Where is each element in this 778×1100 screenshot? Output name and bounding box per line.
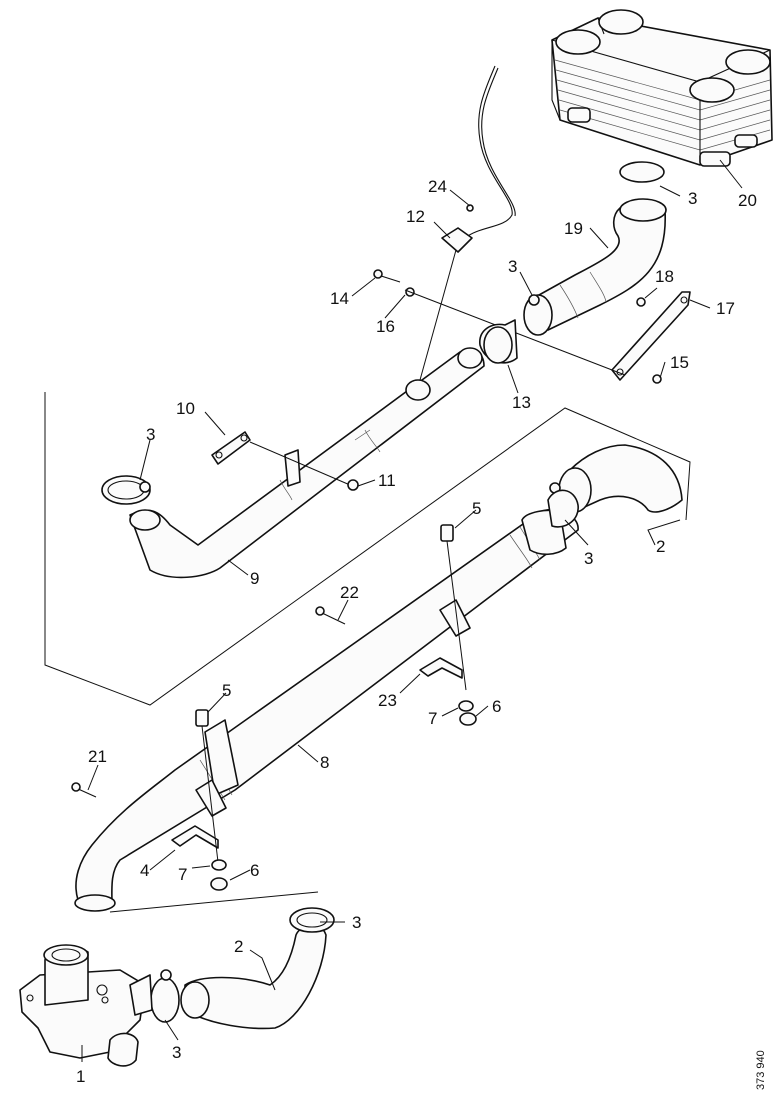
callout-labels: 1 2 2 3 3 3 3 3 3 4 5 5 6 6 7 7 8 9 10 1… <box>76 177 757 1086</box>
callout-12: 12 <box>406 207 425 226</box>
clamp-3-pipe9 <box>101 475 151 505</box>
fasteners-upper <box>373 269 626 376</box>
callout-21: 21 <box>88 747 107 766</box>
leader-lines <box>81 159 743 1062</box>
bracket-10 <box>211 431 359 491</box>
pipe-2-lower <box>150 907 335 1030</box>
bracket-23 <box>419 524 477 726</box>
callout-20: 20 <box>738 191 757 210</box>
callout-3: 3 <box>584 549 593 568</box>
callout-7: 7 <box>178 865 187 884</box>
callout-3: 3 <box>688 189 697 208</box>
callout-3: 3 <box>508 257 517 276</box>
callout-17: 17 <box>716 299 735 318</box>
callout-8: 8 <box>320 753 329 772</box>
callout-6: 6 <box>250 861 259 880</box>
callout-3: 3 <box>172 1043 181 1062</box>
bolts-21-22 <box>71 606 346 798</box>
callout-2: 2 <box>234 937 243 956</box>
pipe-9 <box>129 347 485 579</box>
callout-7: 7 <box>428 709 437 728</box>
callout-22: 22 <box>340 583 359 602</box>
callout-1: 1 <box>76 1067 85 1086</box>
callout-5: 5 <box>222 681 231 700</box>
callout-13: 13 <box>512 393 531 412</box>
callout-9: 9 <box>250 569 259 588</box>
callout-4: 4 <box>140 861 149 880</box>
callout-23: 23 <box>378 691 397 710</box>
callout-16: 16 <box>376 317 395 336</box>
thermostat-housing <box>19 944 153 1067</box>
bracket-4 <box>171 709 228 891</box>
callout-24: 24 <box>428 177 447 196</box>
callout-2: 2 <box>656 537 665 556</box>
callout-15: 15 <box>670 353 689 372</box>
callout-18: 18 <box>655 267 674 286</box>
bracket-17 <box>611 291 691 384</box>
drawing-number: 373 940 <box>755 1050 767 1090</box>
heat-exchanger <box>551 9 773 167</box>
callout-6: 6 <box>492 697 501 716</box>
callout-3: 3 <box>146 425 155 444</box>
callout-3: 3 <box>352 913 361 932</box>
callout-10: 10 <box>176 399 195 418</box>
pipe-19 <box>523 161 667 336</box>
pipe-2-upper <box>547 444 683 528</box>
callout-11: 11 <box>378 471 396 490</box>
sensor-wire <box>419 65 516 381</box>
callout-19: 19 <box>564 219 583 238</box>
assembly-outline <box>44 392 691 706</box>
callout-5: 5 <box>472 499 481 518</box>
connector-line <box>109 891 319 913</box>
callout-14: 14 <box>330 289 349 308</box>
